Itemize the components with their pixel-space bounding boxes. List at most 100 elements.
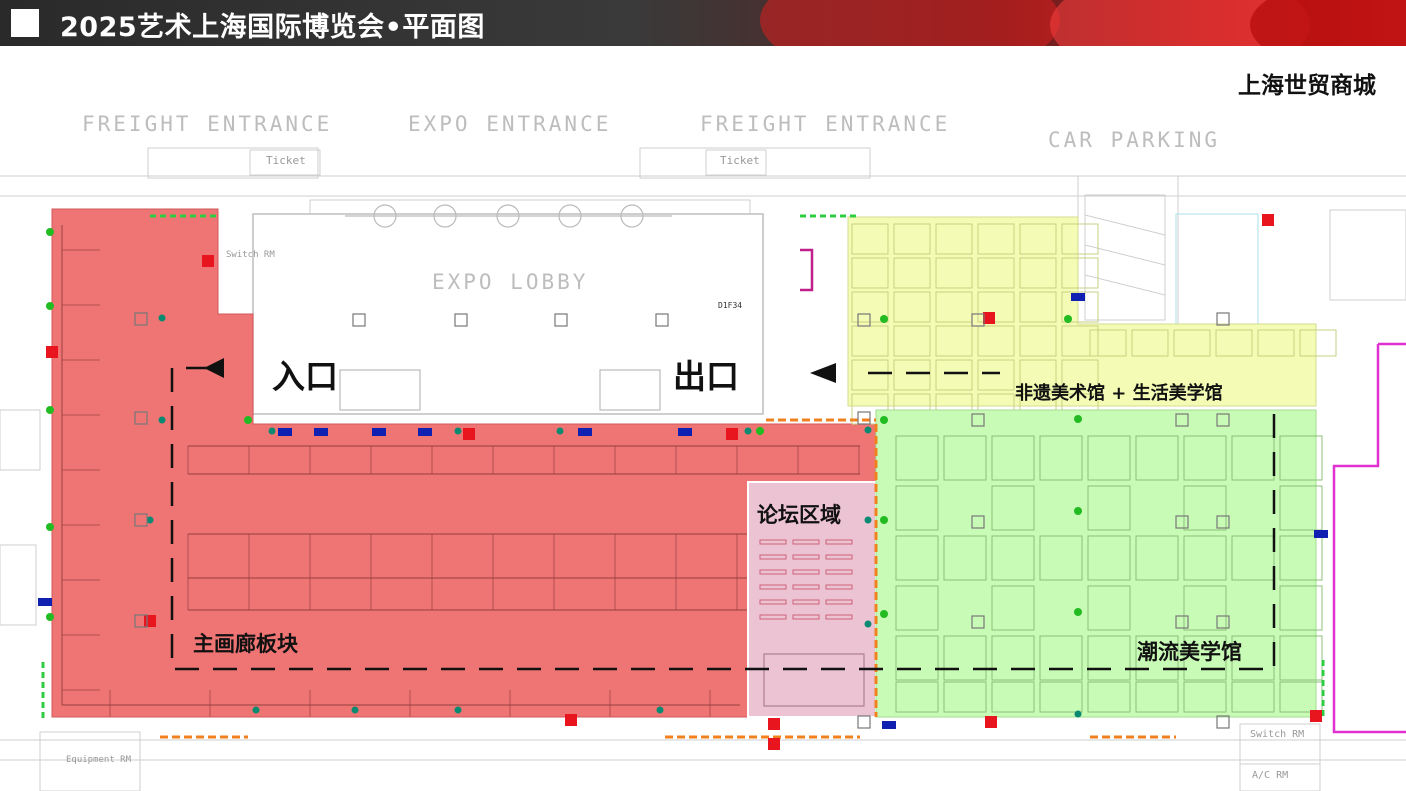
sensor-marker: [351, 706, 359, 714]
fire-equipment-marker: [202, 255, 214, 267]
hydrant-marker: [1074, 415, 1082, 423]
booth-cell: [943, 535, 987, 581]
exit-marker: [882, 721, 896, 729]
booth-cell: [1019, 257, 1057, 289]
booth-cell: [1183, 485, 1227, 531]
forum-seat-row: [825, 584, 853, 590]
car-parking-label: CAR PARKING: [1048, 128, 1221, 152]
sensor-marker: [864, 426, 872, 434]
booth-cell: [935, 325, 973, 357]
sensor-marker: [252, 706, 260, 714]
column-marker: [857, 715, 871, 729]
hydrant-marker: [1074, 507, 1082, 515]
booth-cell: [991, 635, 1035, 681]
exit-marker: [372, 428, 386, 436]
column-marker: [1216, 615, 1230, 629]
sensor-marker: [158, 416, 166, 424]
column-marker: [971, 413, 985, 427]
exit-marker: [314, 428, 328, 436]
forum-seat-row: [759, 554, 787, 560]
booth-cell: [851, 257, 889, 289]
booth-cell: [895, 435, 939, 481]
booth-cell: [893, 223, 931, 255]
booth-cell: [1039, 535, 1083, 581]
hydrant-marker: [46, 613, 54, 621]
booth-cell: [1279, 585, 1323, 631]
sensor-marker: [454, 706, 462, 714]
booth-cell: [943, 435, 987, 481]
column-marker: [1216, 515, 1230, 529]
hydrant-marker: [46, 406, 54, 414]
booth-cell: [893, 291, 931, 323]
ac-rm-label: A/C RM: [1252, 770, 1289, 781]
freight-entrance-left-label: FREIGHT ENTRANCE: [82, 112, 333, 136]
trend-label: 潮流美学馆: [1137, 640, 1242, 664]
exit-marker: [1314, 530, 1328, 538]
booth-cell: [977, 359, 1015, 391]
visitor-route: [170, 366, 1276, 671]
freight-entrance-right-label: FREIGHT ENTRANCE: [700, 112, 951, 136]
sensor-marker: [454, 427, 462, 435]
column-marker: [134, 614, 148, 628]
expo-entrance-label: EXPO ENTRANCE: [408, 112, 612, 136]
sensor-marker: [268, 427, 276, 435]
forum-seat-row: [792, 539, 820, 545]
forum-seat-row: [792, 614, 820, 620]
forum-seat-row: [792, 584, 820, 590]
booth-cell: [1231, 535, 1275, 581]
main-gallery-label: 主画廊板块: [193, 632, 298, 656]
booth-cell: [1215, 329, 1253, 357]
booth-cell: [943, 635, 987, 681]
booth-cell: [1299, 329, 1337, 357]
forum-seat-row: [792, 599, 820, 605]
entrance-arrow-icon: [204, 358, 224, 378]
booth-cell: [1231, 681, 1275, 713]
booth-cell: [977, 325, 1015, 357]
booth-cell: [1019, 291, 1057, 323]
booth-cell: [991, 535, 1035, 581]
booth-cell: [1061, 257, 1099, 289]
hydrant-marker: [880, 416, 888, 424]
column-marker: [971, 515, 985, 529]
booth-cell: [851, 223, 889, 255]
booth-cell: [1019, 359, 1057, 391]
forum-seat-row: [825, 539, 853, 545]
forum-label: 论坛区域: [757, 503, 841, 527]
forum-seat-row: [759, 599, 787, 605]
column-marker: [971, 313, 985, 327]
sensor-marker: [864, 516, 872, 524]
hydrant-marker: [1074, 608, 1082, 616]
fire-equipment-marker: [768, 718, 780, 730]
switch-rm-bottom-label: Switch RM: [1250, 729, 1305, 740]
booth-cell: [895, 485, 939, 531]
booth-cell: [1019, 325, 1057, 357]
forum-seat-row: [759, 584, 787, 590]
column-marker: [857, 313, 871, 327]
booth-cell: [1087, 435, 1131, 481]
column-marker: [1216, 312, 1230, 326]
entrance-label: 入口: [272, 357, 338, 396]
expo-lobby-label: EXPO LOBBY: [432, 270, 589, 294]
forum-seat-row: [825, 614, 853, 620]
booth-cell: [977, 291, 1015, 323]
switch-rm-top-label: Switch RM: [226, 250, 275, 260]
hydrant-marker: [46, 523, 54, 531]
booth-cell: [1087, 585, 1131, 631]
column-marker: [971, 615, 985, 629]
booth-cell: [893, 325, 931, 357]
booth-cell: [1039, 681, 1083, 713]
expo-lobby-area: [252, 213, 764, 415]
booth-cell: [1061, 291, 1099, 323]
fire-equipment-marker: [565, 714, 577, 726]
booth-cell: [1135, 635, 1179, 681]
hydrant-marker: [1064, 315, 1072, 323]
booth-cell: [893, 359, 931, 391]
booth-cell: [1131, 329, 1169, 357]
venue-name: 上海世贸商城: [1238, 73, 1376, 99]
booth-cell: [1039, 635, 1083, 681]
forum-seat-row: [759, 614, 787, 620]
column-marker: [134, 312, 148, 326]
booth-cell: [1061, 359, 1099, 391]
booth-cell: [977, 257, 1015, 289]
booth-cell: [1135, 681, 1179, 713]
